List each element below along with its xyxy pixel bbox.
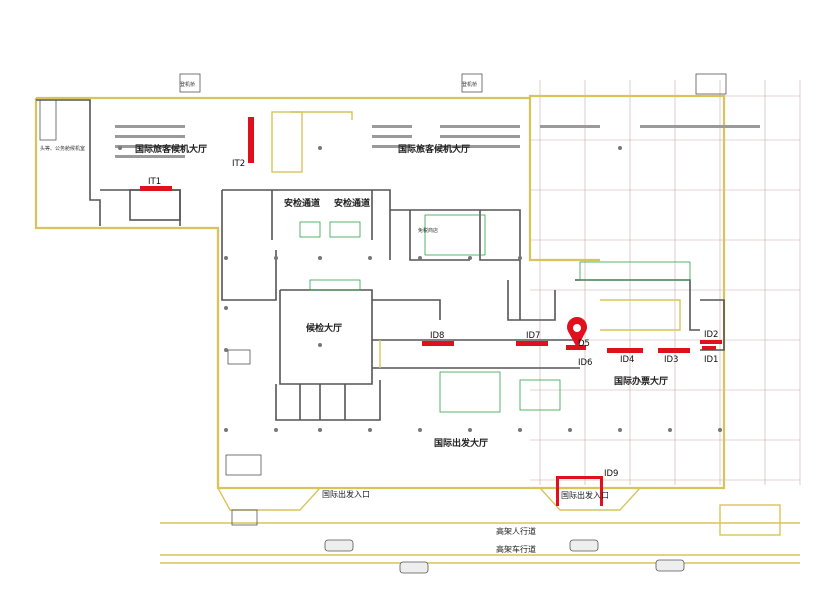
duty-free-label: 免税商店 — [418, 227, 438, 234]
structural-grid — [530, 80, 801, 485]
counter-it1-label: IT1 — [148, 177, 161, 187]
seating-rows — [115, 125, 760, 158]
counter-id8 — [422, 341, 454, 346]
counter-id6 — [566, 345, 586, 350]
counter-it2-label: IT2 — [232, 159, 245, 169]
stairs-2-label: 登机桥 — [462, 81, 477, 88]
counter-id8-label: ID8 — [430, 331, 444, 341]
entrance-marker-side-1 — [556, 476, 559, 506]
counter-id6-label: ID6 — [578, 358, 592, 368]
counter-id4-label: ID4 — [620, 355, 634, 365]
counter-it1 — [140, 186, 172, 191]
roadway-label: 高架车行道 — [496, 544, 536, 554]
counter-id7-label: ID7 — [526, 331, 540, 341]
counter-it2 — [248, 117, 254, 163]
security-lane-2-label: 安检通道 — [334, 197, 370, 209]
stairs — [39, 73, 727, 526]
counter-id3-label: ID3 — [664, 355, 678, 365]
location-pin-icon[interactable] — [567, 317, 588, 348]
entrance-marker-side-2 — [600, 476, 603, 506]
counter-id9-label: ID9 — [604, 469, 618, 479]
counter-id4 — [607, 348, 643, 353]
counter-id1 — [702, 346, 716, 350]
intl-lounge-left-label: 国际旅客候机大厅 — [135, 143, 207, 155]
security-lane-1-label: 安检通道 — [284, 197, 320, 209]
counter-id2 — [700, 340, 722, 344]
intl-lounge-right-label: 国际旅客候机大厅 — [398, 143, 470, 155]
stairs-1-label: 登机桥 — [180, 81, 195, 88]
vehicles — [324, 539, 685, 574]
inspection-hall-label: 候检大厅 — [306, 322, 342, 334]
outer-walls — [34, 94, 726, 490]
walkway-label: 高架人行道 — [496, 526, 536, 536]
counter-id1-label: ID1 — [704, 355, 718, 365]
counter-id5-label: D5 — [578, 339, 590, 349]
departure-hall-label: 国际出发大厅 — [434, 437, 488, 449]
columns — [118, 146, 722, 432]
entrance-marker — [556, 476, 602, 479]
entrance-left-label: 国际出发入口 — [322, 489, 370, 499]
entrance-right-label: 国际出发入口 — [561, 490, 609, 500]
counter-id7 — [516, 341, 548, 346]
checkin-hall-label: 国际办票大厅 — [614, 375, 668, 387]
furniture — [299, 214, 691, 413]
inner-walls-yellow — [160, 111, 800, 564]
counter-id2-label: ID2 — [704, 330, 718, 340]
counter-id3 — [658, 348, 690, 353]
checkin-counters — [140, 117, 722, 506]
vip-lounge-label: 头等、公务舱候机室 — [40, 145, 85, 152]
